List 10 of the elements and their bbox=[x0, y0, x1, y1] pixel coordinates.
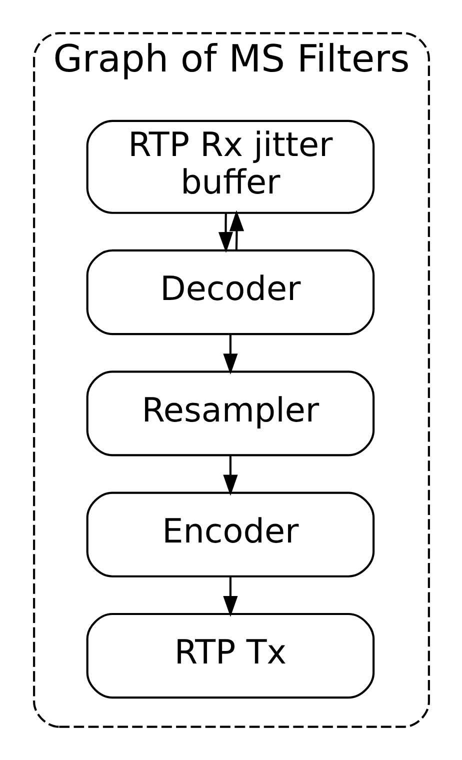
node-box: Encoder bbox=[86, 492, 374, 578]
node-box: Resampler bbox=[86, 370, 374, 456]
arrow bbox=[228, 210, 244, 250]
arrow bbox=[222, 334, 238, 375]
arrow bbox=[218, 213, 233, 253]
node-box: Decoder bbox=[86, 249, 374, 336]
node-box: RTP Tx bbox=[86, 612, 374, 699]
node-box: RTP Rx jitter buffer bbox=[86, 120, 374, 214]
arrow bbox=[222, 456, 238, 496]
arrow bbox=[222, 576, 238, 617]
